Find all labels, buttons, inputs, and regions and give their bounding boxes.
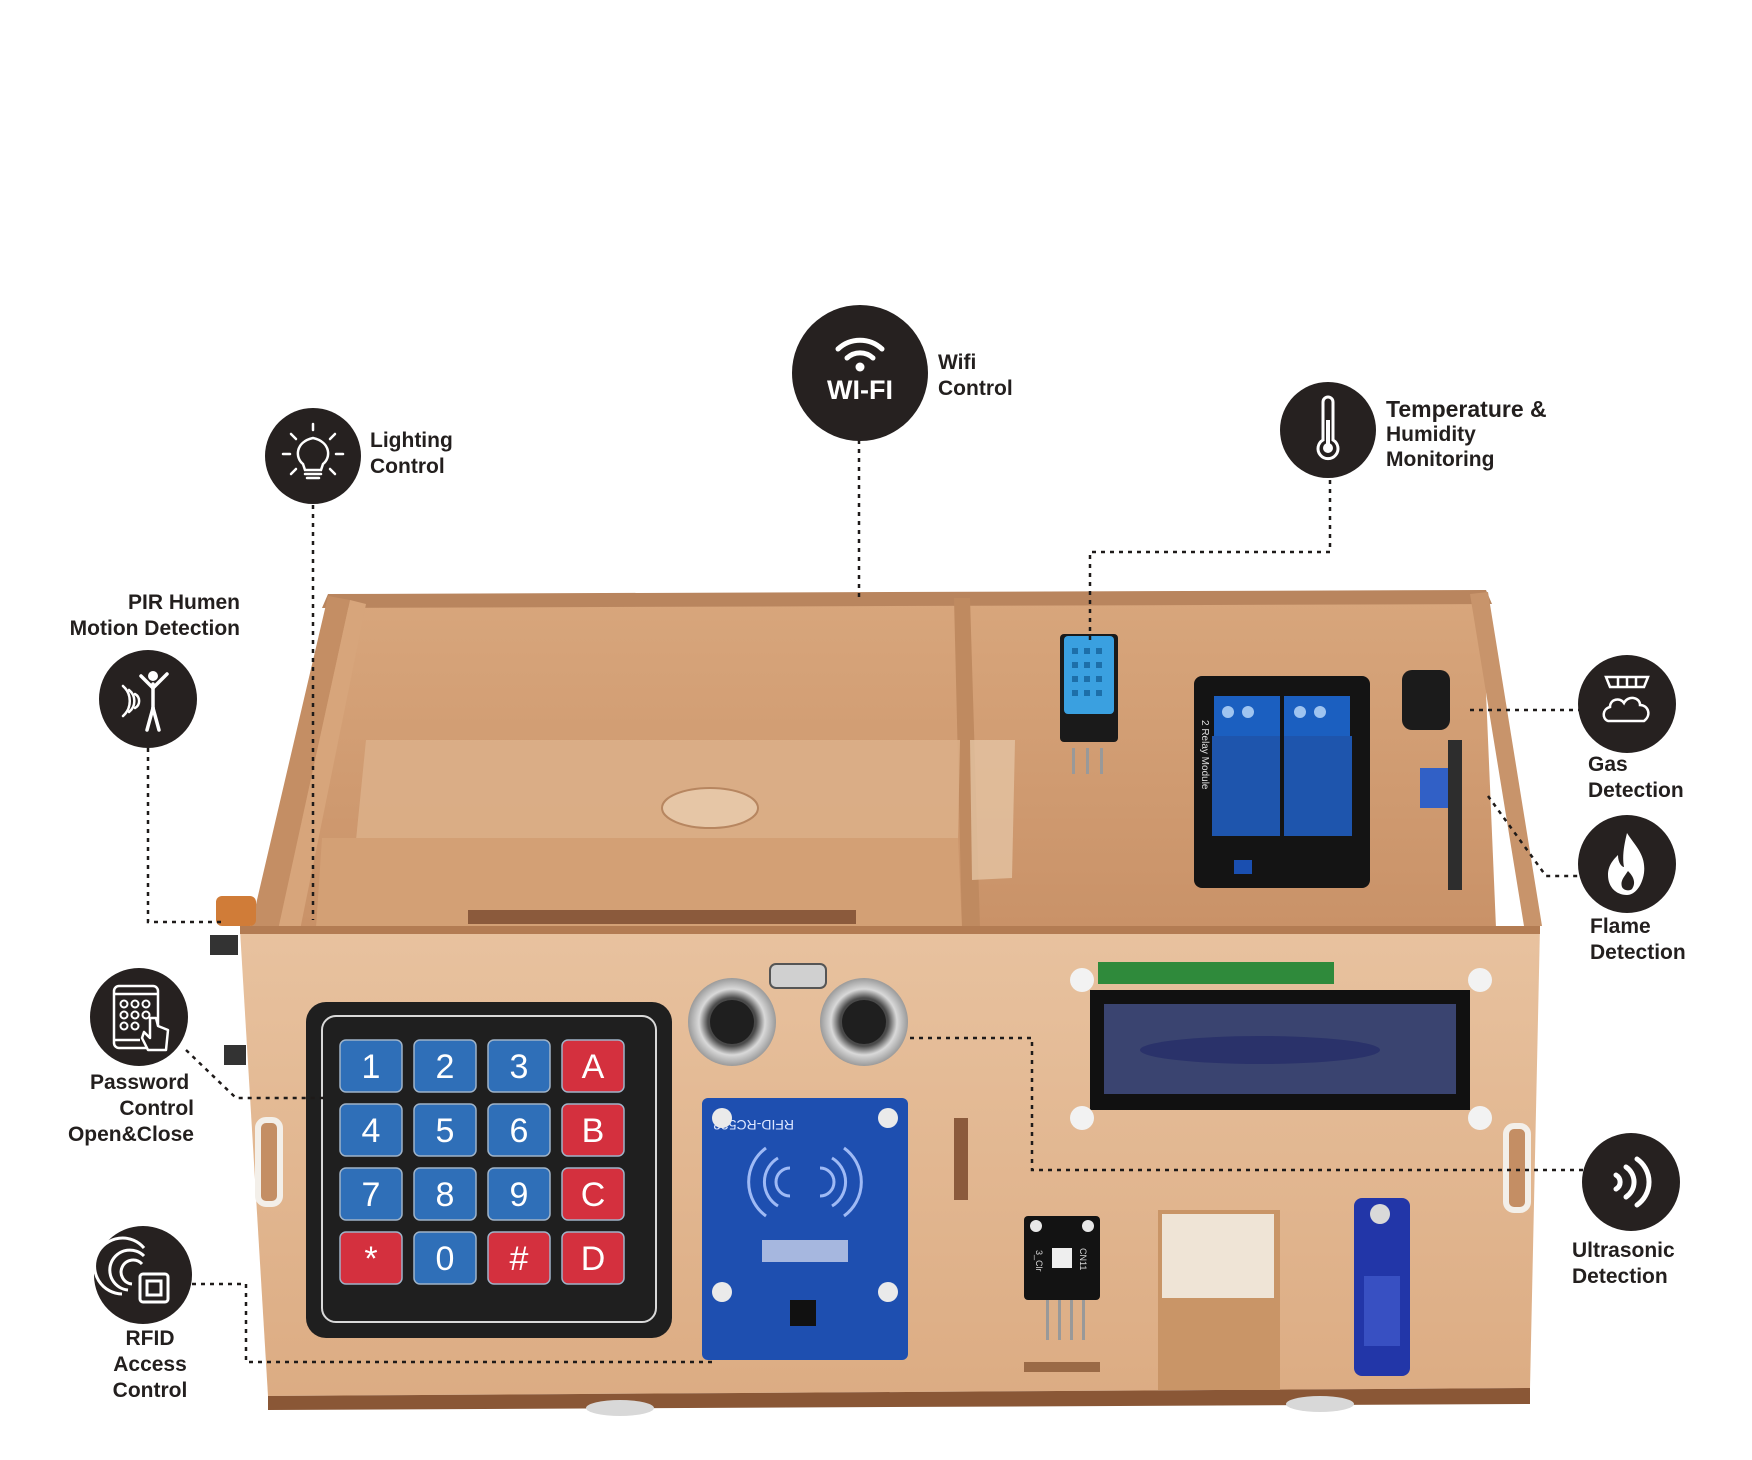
keypad-key [413,1167,477,1221]
ultrasonic-label: Ultrasonic Detection [1572,1238,1675,1290]
flame-label-line2: Detection [1590,941,1686,964]
keypad-key-label: 4 [362,1112,381,1150]
temperature-label-line2: Humidity [1386,423,1476,446]
flame-icon [1578,815,1676,913]
wifi-label: Wifi Control [938,350,1013,402]
keypad-key [413,1039,477,1093]
keypad-key-label: 1 [362,1048,381,1086]
dht11-sensor [1060,634,1118,774]
thermometer-icon [1280,382,1376,478]
rgb-led-module: 3_Clr CN11 [1024,1216,1100,1340]
keypad-key [339,1039,403,1093]
ultrasonic-sensor [688,963,908,1066]
lighting-label: Lighting Control [370,428,453,480]
pir-label: PIR Humen Motion Detection [62,590,240,642]
keypad-key-label: B [582,1112,605,1150]
light-bulb-icon [265,408,361,504]
keypad-key [339,1103,403,1157]
connector-temperature [1088,480,1332,640]
temperature-label: Temperature & Humidity Monitoring [1386,397,1547,472]
rfid-label-line1: RFID [125,1327,175,1350]
keypad-tablet-icon [90,968,188,1066]
rfid-label: RFID Access Control [90,1326,210,1404]
relay-module-label: 2 Relay Module [1199,720,1210,790]
keypad-key [487,1103,551,1157]
gas-smoke-detector-icon [1578,655,1676,753]
gas-sensor-component [1402,670,1462,890]
rfid-label-line2: Access [113,1353,187,1376]
password-label: Password Control Open&Close [40,1070,194,1148]
keypad-key [339,1231,403,1285]
password-label-line3: Open&Close [67,1123,194,1146]
temperature-label-line1: Temperature & [1386,396,1547,422]
keypad-key-label: 7 [362,1176,381,1214]
rgb-module-sublabel: CN11 [1078,1248,1088,1270]
ultrasonic-label-line1: Ultrasonic [1572,1239,1675,1262]
keypad-key [561,1039,625,1093]
keypad-key [487,1231,551,1285]
connector-pir [146,748,226,924]
keypad-key-label: 8 [436,1176,455,1214]
rfid-module-label: RFID-RC522 [713,1117,794,1133]
ultrasonic-wave-icon [1582,1133,1680,1231]
servo-motor [1354,1198,1410,1376]
keypad-key [487,1167,551,1221]
keypad-key [561,1103,625,1157]
connector-password [185,1049,324,1100]
keypad-key-label: 9 [510,1176,529,1214]
keypad-key [413,1231,477,1285]
rfid-card-icon [94,1226,192,1324]
keypad-key [339,1167,403,1221]
rgb-module-label: 3_Clr [1034,1250,1044,1272]
keypad-key [487,1039,551,1093]
door-opening [1158,1210,1280,1390]
keypad-key [561,1231,625,1285]
gas-label: Gas Detection [1588,752,1684,804]
membrane-keypad: 1 2 3 A 4 5 6 B 7 8 9 C * 0 # D [306,1002,672,1338]
pir-label-line2: Motion Detection [69,617,240,640]
keypad-key-label: 3 [510,1048,529,1086]
rfid-label-line3: Control [112,1379,188,1402]
wifi-label-line1: Wifi [938,351,977,374]
keypad-key-label: C [581,1176,606,1214]
lighting-label-line1: Lighting [370,429,453,452]
keypad-key-label: 0 [436,1240,455,1278]
connector-rfid [192,1282,712,1364]
keypad-key-label: # [510,1240,529,1278]
ultrasonic-label-line2: Detection [1572,1265,1668,1288]
motion-person-icon [99,650,197,748]
rfid-module: RFID-RC522 [702,1098,908,1360]
connector-flame [1486,795,1582,878]
gas-label-line1: Gas [1588,753,1628,776]
wifi-icon: WI-FI [792,305,928,441]
lighting-label-line2: Control [370,455,445,478]
connector-lines [146,440,1584,1364]
keypad-key-label: 5 [436,1112,455,1150]
keypad-key [413,1103,477,1157]
password-label-line2: Control [119,1097,194,1120]
keypad-key-label: 2 [436,1048,455,1086]
flame-label: Flame Detection [1590,914,1686,966]
wifi-icon-text: WI-FI [827,375,893,405]
keypad-key-label: * [364,1240,377,1278]
keypad-key-label: 6 [510,1112,529,1150]
lcd-display [1070,962,1492,1130]
keypad-key [561,1167,625,1221]
flame-label-line1: Flame [1590,915,1651,938]
relay-module: 2 Relay Module [1194,676,1370,888]
keypad-key-label: D [581,1240,606,1278]
gas-label-line2: Detection [1588,779,1684,802]
password-label-line1: Password [90,1071,190,1094]
keypad-key-label: A [582,1048,605,1086]
temperature-label-line3: Monitoring [1386,448,1495,471]
pir-label-line1: PIR Humen [127,591,240,614]
wifi-label-line2: Control [938,377,1013,400]
